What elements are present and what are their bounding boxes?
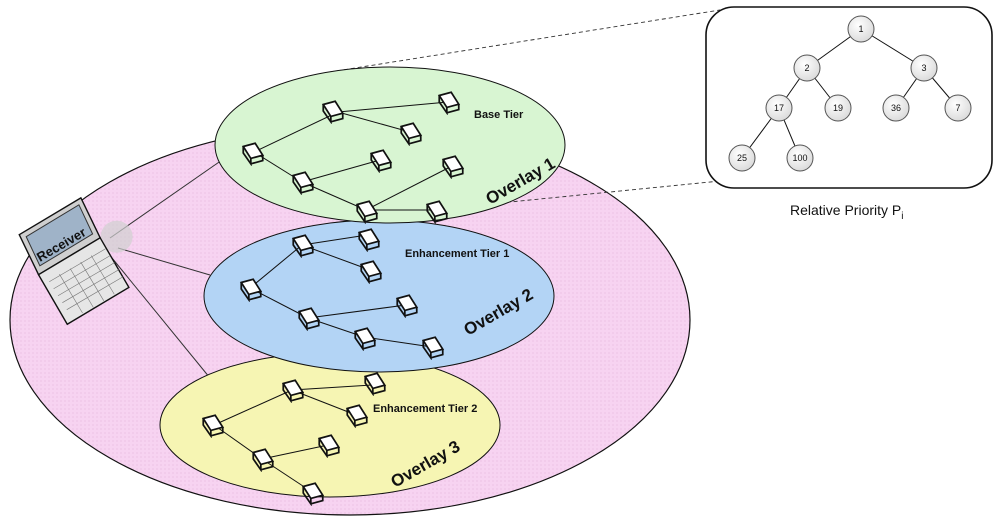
svg-text:7: 7 — [955, 103, 960, 113]
receiver-link-3 — [111, 257, 211, 379]
svg-text:36: 36 — [891, 103, 901, 113]
tree-node-17: 17 — [765, 94, 793, 122]
tree-node-7: 7 — [944, 94, 972, 122]
tree-node-100: 100 — [786, 144, 814, 172]
enhancement-tier-1-label: Enhancement Tier 1 — [405, 248, 509, 260]
svg-text:100: 100 — [792, 153, 807, 163]
svg-text:19: 19 — [833, 103, 843, 113]
tree-node-19: 19 — [824, 94, 852, 122]
base-tier-label: Base Tier — [474, 109, 524, 121]
tree-node-2: 2 — [793, 54, 821, 82]
svg-text:2: 2 — [804, 63, 809, 73]
enhancement-tier-2-label: Enhancement Tier 2 — [373, 403, 477, 415]
priority-caption: Relative Priority Pi — [790, 202, 904, 222]
receiver-laptop-icon — [18, 196, 133, 326]
receiver-link-1 — [109, 159, 223, 239]
priority-caption-main: Relative Priority P — [790, 202, 901, 218]
svg-text:3: 3 — [921, 63, 926, 73]
zoom-line-top — [329, 9, 721, 73]
tree-node-1: 1 — [847, 15, 875, 43]
svg-text:17: 17 — [774, 103, 784, 113]
priority-caption-subscript: i — [901, 211, 903, 222]
tree-node-3: 3 — [910, 54, 938, 82]
tree-node-36: 36 — [882, 94, 910, 122]
receiver-link-2 — [117, 247, 211, 276]
svg-text:1: 1 — [858, 24, 863, 34]
tree-node-25: 25 — [728, 144, 756, 172]
svg-text:25: 25 — [737, 153, 747, 163]
priority-tree-nodes: 1 2 3 17 19 36 7 25 100 — [728, 15, 972, 172]
overlay-1-ellipse — [214, 66, 566, 224]
priority-tree-box — [705, 6, 993, 189]
